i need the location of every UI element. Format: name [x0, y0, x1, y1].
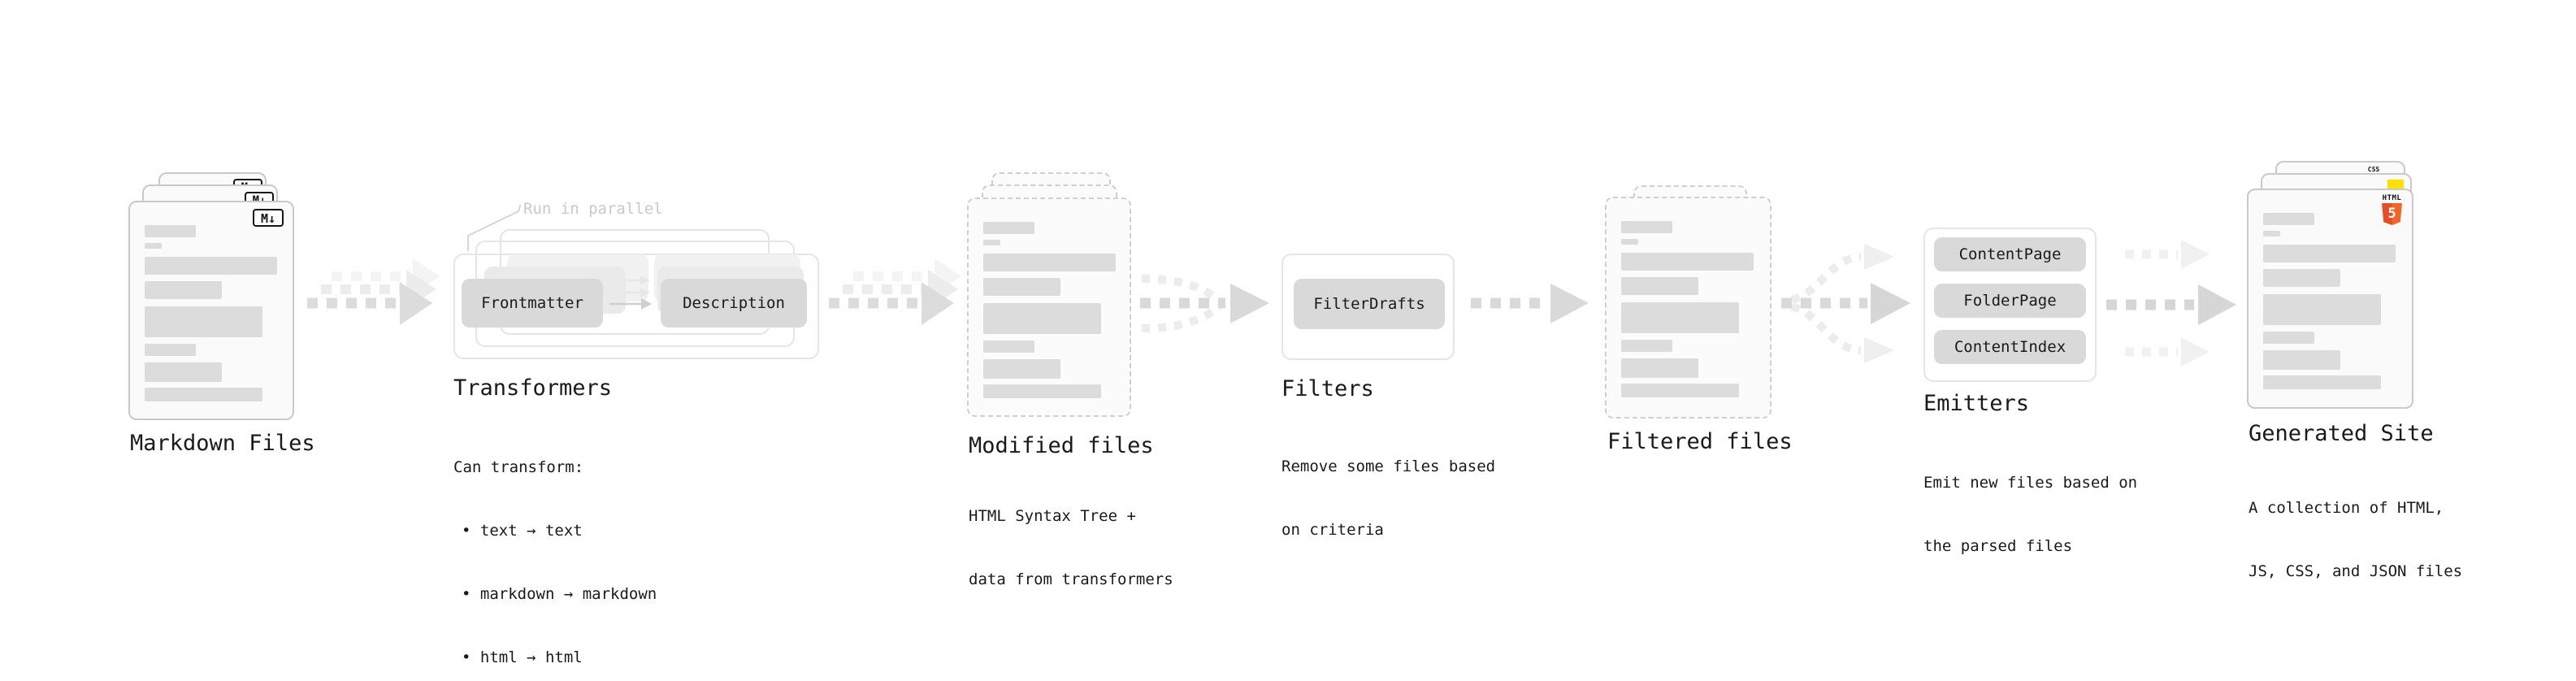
modified-files-caption: HTML Syntax Tree + data from transformer…: [969, 463, 1173, 632]
file-card-front: [1605, 197, 1772, 419]
node-emitters: ContentPage FolderPage ContentIndex Emit…: [1923, 228, 2137, 555]
transformers-title: Transformers: [453, 375, 613, 401]
caption-line: Can transform:: [453, 458, 584, 476]
contentpage-pill-label: ContentPage: [1958, 245, 2062, 263]
skeleton-line: [2263, 375, 2381, 389]
skeleton-line: [2263, 294, 2381, 325]
skeleton-line: [145, 243, 162, 249]
skeleton-line: [145, 225, 196, 237]
folderpage-pill-label: FolderPage: [1963, 292, 2057, 310]
html5-icon-word: HTML: [2382, 194, 2402, 202]
skeleton-line: [2263, 245, 2396, 262]
caption-line: data from transformers: [969, 570, 1173, 588]
emitters-frame: [1923, 228, 2097, 382]
contentpage-pill: ContentPage: [1934, 237, 2086, 271]
file-card-front: M↓: [128, 201, 294, 420]
emitters-title: Emitters: [1923, 391, 2030, 416]
skeleton-line: [983, 240, 1000, 245]
generated-site-title: Generated Site: [2249, 421, 2434, 446]
skeleton-line: [983, 254, 1116, 271]
skeleton-line: [145, 257, 277, 275]
caption-line: Remove some files based: [1281, 458, 1496, 475]
file-card-front: [967, 197, 1131, 417]
caption-line: • markdown → markdown: [462, 585, 657, 603]
javascript-icon: [2387, 180, 2404, 190]
frontmatter-pill-label: Frontmatter: [481, 294, 583, 312]
file-card-front: HTML 5: [2247, 189, 2413, 409]
frontmatter-pill: Frontmatter: [462, 279, 603, 327]
arrow-transformers-to-modified: [829, 258, 961, 325]
run-in-parallel-note: Run in parallel: [523, 200, 663, 218]
markdown-icon: M↓: [253, 209, 284, 227]
caption-line: the parsed files: [1923, 537, 2073, 555]
generated-site-caption: A collection of HTML, JS, CSS, and JSON …: [2249, 455, 2462, 624]
skeleton-line: [1621, 239, 1638, 245]
skeleton-line: [145, 362, 222, 382]
caption-line: • text → text: [462, 522, 583, 540]
skeleton-line: [983, 359, 1060, 379]
skeleton-line: [145, 344, 196, 356]
skeleton-line: [983, 384, 1101, 398]
filterdrafts-pill-label: FilterDrafts: [1313, 295, 1425, 313]
node-filters: FilterDrafts Filters Remove some files b…: [1281, 254, 1495, 539]
skeleton-line: [145, 306, 262, 337]
css-icon-label: CSS: [2367, 166, 2380, 173]
skeleton-line: [2263, 269, 2340, 287]
markdown-files-title: Markdown Files: [130, 431, 315, 456]
caption-line: Emit new files based on: [1923, 474, 2138, 492]
skeleton-line: [145, 388, 262, 401]
caption-line: HTML Syntax Tree +: [969, 507, 1136, 525]
skeleton-line: [2263, 350, 2340, 370]
filterdrafts-pill: FilterDrafts: [1294, 279, 1445, 329]
caption-line: • html → html: [462, 648, 583, 666]
html5-icon: HTML 5: [2381, 194, 2403, 225]
node-transformers: Run in parallel Frontmatter Description …: [452, 195, 834, 666]
filtered-files-title: Filtered files: [1607, 429, 1793, 454]
caption-line: on criteria: [1281, 521, 1384, 539]
contentindex-pill: ContentIndex: [1934, 330, 2086, 364]
node-filtered-files: Filtered files: [1605, 172, 1800, 497]
skeleton-line: [983, 303, 1101, 334]
node-modified-files: Modified files HTML Syntax Tree + data f…: [967, 171, 1173, 588]
description-pill-label: Description: [683, 294, 785, 312]
skeleton-line: [2263, 213, 2314, 225]
html5-icon-shield: 5: [2382, 203, 2402, 225]
node-markdown-files: M↓ M↓ M↓ Markdown Files: [128, 161, 340, 486]
skeleton-line: [2263, 332, 2314, 344]
filters-frame: [1281, 254, 1455, 360]
skeleton-line: [1621, 253, 1754, 271]
caption-line: A collection of HTML,: [2249, 499, 2444, 517]
node-generated-site: CSS HTML 5 Generated Site A collection o…: [2247, 161, 2462, 580]
skeleton-line: [1621, 277, 1698, 295]
arrow-filtered-to-emitters: [1781, 244, 1910, 363]
emitters-caption: Emit new files based on the parsed files: [1923, 430, 2137, 599]
contentindex-pill-label: ContentIndex: [1954, 338, 2066, 356]
skeleton-line: [983, 340, 1034, 353]
skeleton-line: [983, 278, 1060, 296]
folderpage-pill: FolderPage: [1934, 284, 2086, 318]
skeleton-line: [983, 222, 1034, 234]
arrow-filters-to-filtered: [1471, 284, 1589, 323]
caption-line: JS, CSS, and JSON files: [2249, 562, 2463, 580]
modified-files-title: Modified files: [969, 433, 1154, 458]
skeleton-line: [1621, 221, 1672, 233]
filters-title: Filters: [1281, 376, 1374, 401]
skeleton-line: [2263, 231, 2280, 236]
description-pill: Description: [661, 279, 807, 327]
skeleton-line: [1621, 384, 1739, 397]
transformers-caption: Can transform: • text → text • markdown …: [453, 414, 657, 681]
arrow-emitters-to-generated: [2106, 240, 2236, 367]
skeleton-line: [1621, 340, 1672, 352]
filters-caption: Remove some files based on criteria: [1281, 414, 1495, 583]
skeleton-line: [1621, 302, 1739, 333]
skeleton-line: [145, 281, 222, 299]
skeleton-line: [1621, 358, 1698, 378]
